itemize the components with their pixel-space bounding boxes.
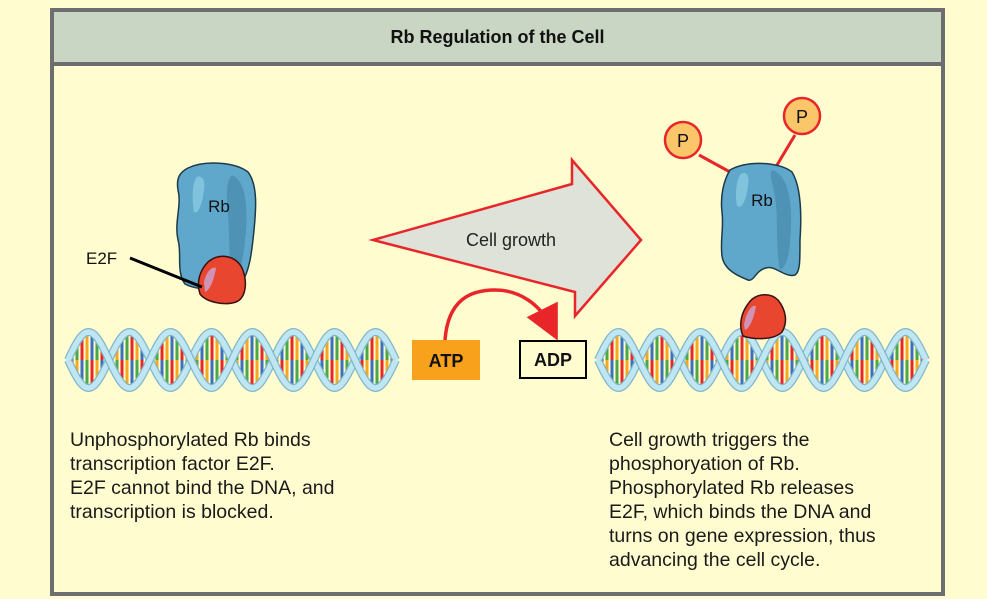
figure-title: Rb Regulation of the Cell: [390, 26, 605, 47]
adp-label: ADP: [534, 350, 572, 370]
dna-backbone-strand: [65, 329, 399, 391]
dna-backbone-strand: [595, 329, 929, 391]
cell-growth-arrow: Cell growth: [368, 156, 643, 320]
cell-growth-label: Cell growth: [466, 230, 556, 250]
e2f-pointer-line: [129, 256, 203, 289]
rb-label-left: Rb: [208, 197, 230, 216]
e2f-protein-right: [740, 294, 787, 340]
phosphate-group-2: P: [775, 96, 822, 166]
phosphate-group-1: P: [663, 120, 731, 174]
right-caption: Cell growth triggers the phosphoryation …: [609, 429, 876, 571]
e2f-protein-left: [197, 255, 247, 305]
rb-protein-right: Rb: [720, 162, 802, 281]
atp-label: ATP: [429, 351, 464, 371]
rb-protein-left: Rb: [176, 162, 257, 290]
left-caption: Unphosphorylated Rb binds transcription …: [70, 429, 335, 523]
rb-label-right: Rb: [751, 191, 773, 210]
atp-to-adp-arrow: [443, 288, 558, 341]
phosphate-label-1: P: [677, 131, 689, 151]
atp-box: ATP: [412, 340, 480, 380]
dna-helix-right: [594, 327, 930, 393]
dna-helix-left: [64, 327, 400, 393]
e2f-label: E2F: [86, 249, 117, 268]
figure-header: Rb Regulation of the Cell: [54, 12, 941, 66]
phosphate-label-2: P: [796, 107, 808, 127]
adp-box: ADP: [519, 340, 587, 379]
